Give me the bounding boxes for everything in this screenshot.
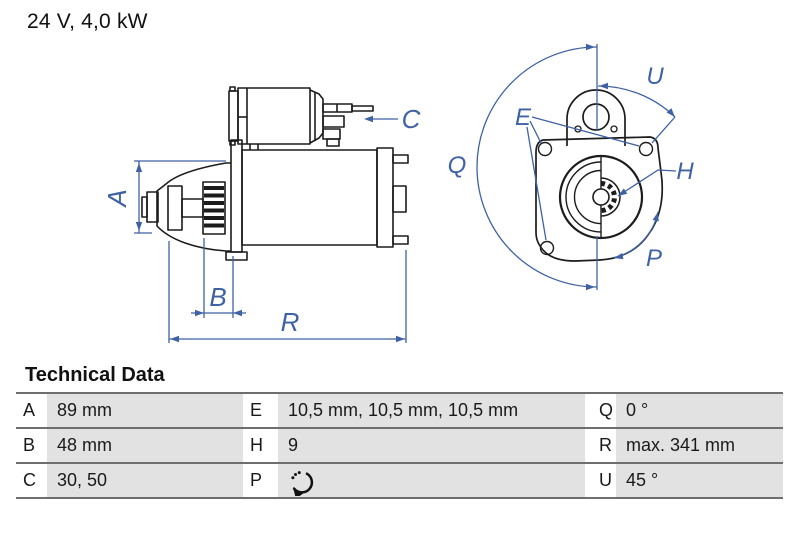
- pinion-teeth: [204, 186, 224, 228]
- table-value-cell: [278, 462, 585, 499]
- dimension-r-label: R: [281, 307, 300, 337]
- dimension-c-label: C: [402, 104, 421, 134]
- table-key-cell: E: [243, 392, 278, 427]
- dimension-q-label: Q: [448, 152, 467, 179]
- dimension-p-label: P: [646, 245, 662, 272]
- table-key-cell: C: [16, 462, 47, 499]
- table-key-cell: Q: [585, 392, 616, 427]
- dimension-u-label: U: [646, 63, 664, 90]
- dimension-b-label: B: [209, 282, 226, 312]
- side-view-drawing: [141, 86, 409, 261]
- side-view-dimensions: [134, 118, 407, 343]
- front-view-drawing: [535, 89, 664, 262]
- dimension-a-label: A: [102, 189, 132, 208]
- table-value-cell: 9: [278, 427, 585, 462]
- table-value-cell: 89 mm: [47, 392, 243, 427]
- table-key-cell: P: [243, 462, 278, 499]
- rotation-direction-icon: [291, 470, 314, 496]
- table-key-cell: A: [16, 392, 47, 427]
- table-value-cell: 45 °: [616, 462, 783, 499]
- dimension-h-label: H: [676, 158, 694, 185]
- page-title: 24 V, 4,0 kW: [27, 10, 148, 33]
- table-value-cell: max. 341 mm: [616, 427, 783, 462]
- starter-motor-diagram: A B C R: [102, 43, 694, 343]
- table-value-cell: 0 °: [616, 392, 783, 427]
- table-key-cell: B: [16, 427, 47, 462]
- technical-data-title: Technical Data: [25, 364, 165, 386]
- table-value-cell: 30, 50: [47, 462, 243, 499]
- table-key-cell: R: [585, 427, 616, 462]
- side-view-dimension-arrows: [135, 115, 405, 343]
- table-value-cell: 10,5 mm, 10,5 mm, 10,5 mm: [278, 392, 585, 427]
- technical-data-table: A 89 mm E 10,5 mm, 10,5 mm, 10,5 mm Q 0 …: [16, 392, 783, 499]
- table-key-cell: U: [585, 462, 616, 499]
- front-view-dimension-arrows: [586, 43, 675, 291]
- table-value-cell: 48 mm: [47, 427, 243, 462]
- table-key-cell: H: [243, 427, 278, 462]
- dimension-e-label: E: [515, 104, 532, 131]
